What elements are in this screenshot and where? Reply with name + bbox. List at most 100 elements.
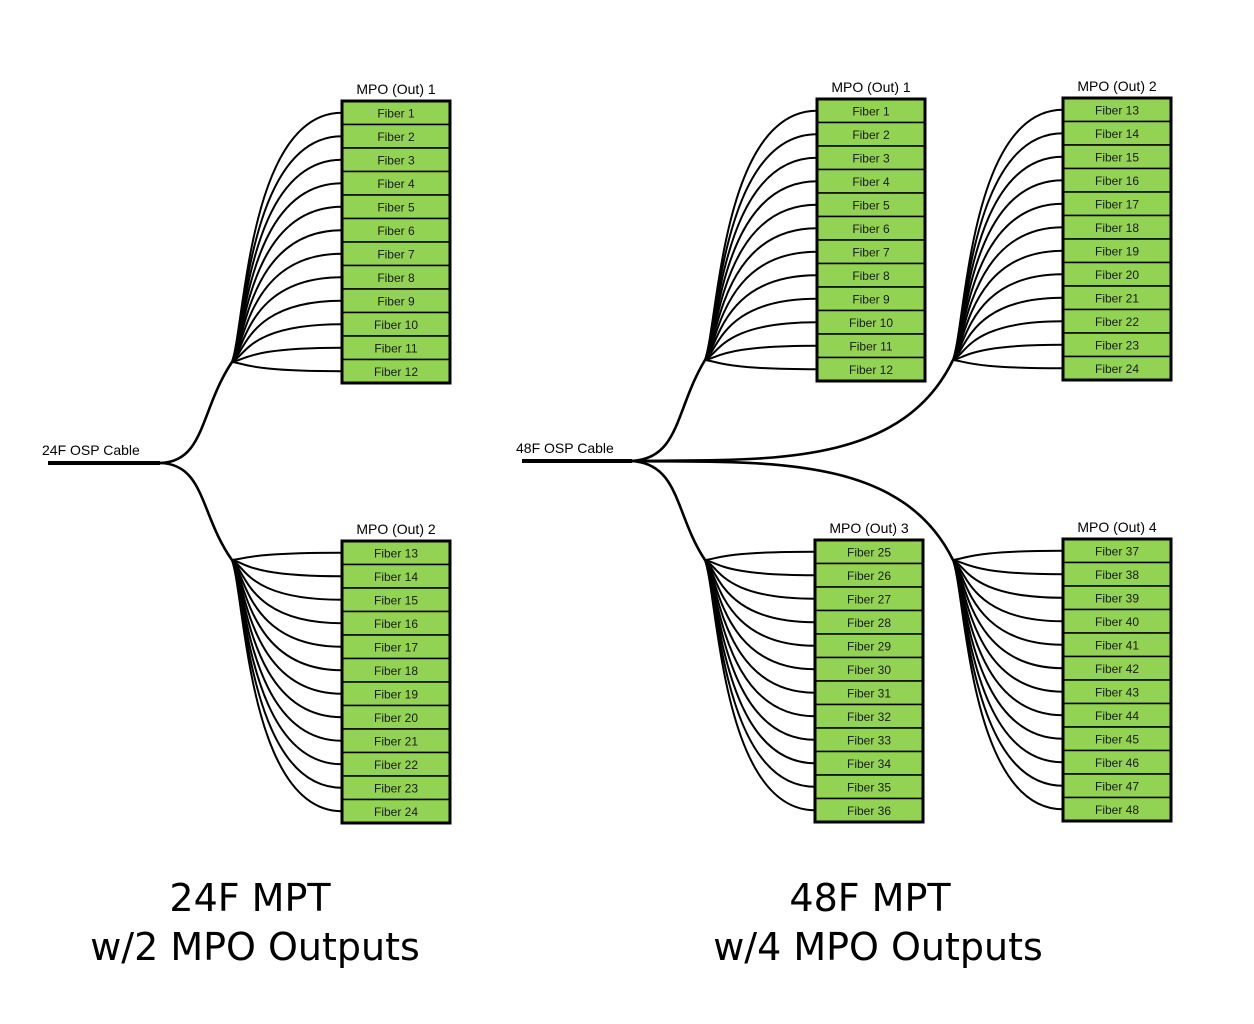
left-mpo-2-label: MPO (Out) 2: [356, 521, 436, 537]
right-mpo-1-fiber-label-9: Fiber 9: [852, 292, 890, 306]
left-mpo-1-fiber-label-7: Fiber 7: [377, 247, 415, 261]
left-mpo-2-fiber-label-5: Fiber 17: [374, 640, 418, 654]
right-trunk-1: [631, 359, 707, 463]
left-mpo-2-fiber-label-11: Fiber 23: [374, 781, 418, 795]
left-mpo-1-fiber-label-9: Fiber 9: [377, 294, 415, 308]
left-mpo-1-fiber-label-3: Fiber 3: [377, 153, 415, 167]
right-mpo-4-fiber-label-3: Fiber 39: [1095, 591, 1139, 605]
right-mpo-3-fiber-label-8: Fiber 32: [847, 710, 891, 724]
right-mpo-3-fiber-label-1: Fiber 25: [847, 545, 891, 559]
right-mpo-2-fiber-label-9: Fiber 21: [1095, 291, 1139, 305]
right-mpo-4-fiber-label-12: Fiber 48: [1095, 803, 1139, 817]
right-mpo-out-3: MPO (Out) 3 Fiber 25 Fiber 26 Fiber 27 Fiber…: [704, 520, 925, 824]
right-mpo-2-fiber-label-4: Fiber 16: [1095, 174, 1139, 188]
left-mpo-1-fiber-line-8: [231, 276, 343, 363]
right-diagram: 48F OSP Cable MPO (Out) 1 Fiber 1 Fiber 2 F…: [516, 78, 1173, 824]
right-mpo-2-fiber-label-10: Fiber 22: [1095, 315, 1139, 329]
left-mpo-1-fiber-line-6: [231, 229, 343, 363]
right-mpo-1-label: MPO (Out) 1: [831, 79, 911, 95]
right-mpo-1-fiber-label-6: Fiber 6: [852, 222, 890, 236]
left-mpo-2-fiber-line-12: [231, 559, 343, 813]
left-mpo-1-fiber-label-1: Fiber 1: [377, 106, 415, 120]
right-mpo-3-fiber-label-7: Fiber 31: [847, 686, 891, 700]
right-mpo-1-fiber-lines: [704, 109, 818, 371]
right-mpo-3-fiber-label-2: Fiber 26: [847, 569, 891, 583]
right-mpo-4-fiber-label-5: Fiber 41: [1095, 638, 1139, 652]
right-mpo-3-label: MPO (Out) 3: [829, 520, 909, 536]
left-mpo-1-fiber-label-10: Fiber 10: [374, 318, 418, 332]
left-mpo-2-box-frame: [340, 539, 452, 825]
left-mpo-1-fiber-label-8: Fiber 8: [377, 271, 415, 285]
right-mpo-3-fiber-label-4: Fiber 28: [847, 616, 891, 630]
right-mpo-1-fiber-line-9: [704, 297, 818, 361]
right-mpo-1-fiber-label-8: Fiber 8: [852, 269, 890, 283]
right-mpo-2-fiber-line-6: [952, 226, 1064, 361]
right-cable-label: 48F OSP Cable: [516, 440, 614, 456]
right-mpo-2-fiber-label-8: Fiber 20: [1095, 268, 1139, 282]
left-mpo-2-fiber-line-2: [231, 559, 343, 578]
right-mpo-3-fiber-label-9: Fiber 33: [847, 733, 891, 747]
right-mpo-1-box-frame: [815, 97, 927, 383]
left-mpo-2-fiber-label-7: Fiber 19: [374, 687, 418, 701]
right-mpo-4-fiber-label-6: Fiber 42: [1095, 662, 1139, 676]
left-mpo-1-fiber-line-11: [231, 346, 343, 363]
left-trunk-1: [159, 361, 234, 465]
left-mpo-2-fiber-line-3: [231, 559, 343, 601]
left-mpo-1-fiber-line-9: [231, 299, 343, 363]
right-mpo-3-fiber-label-10: Fiber 34: [847, 757, 891, 771]
right-mpo-4-fiber-label-4: Fiber 40: [1095, 615, 1139, 629]
right-trunk-4: [631, 459, 955, 561]
right-mpo-3-fiber-label-12: Fiber 36: [847, 804, 891, 818]
right-mpo-4-fiber-lines: [952, 549, 1064, 811]
left-mpo-1-fiber-label-4: Fiber 4: [377, 177, 415, 191]
right-mpo-3-fiber-line-12: [704, 559, 816, 812]
right-mpo-2-fiber-label-7: Fiber 19: [1095, 244, 1139, 258]
right-mpo-4-fiber-label-8: Fiber 44: [1095, 709, 1139, 723]
right-mpo-2-box-frame: [1061, 96, 1173, 382]
left-mpo-2-fiber-label-9: Fiber 21: [374, 734, 418, 748]
left-mpo-2-fiber-label-1: Fiber 13: [374, 546, 418, 560]
left-mpo-1-fiber-label-11: Fiber 11: [374, 341, 417, 355]
right-trunk-3: [631, 459, 707, 561]
right-mpo-1-fiber-label-5: Fiber 5: [852, 198, 890, 212]
right-mpo-3-fiber-label-5: Fiber 29: [847, 639, 891, 653]
right-mpo-1-fiber-label-11: Fiber 11: [849, 339, 892, 353]
right-mpo-2-fiber-label-1: Fiber 13: [1095, 103, 1139, 117]
left-mpo-1-fiber-label-6: Fiber 6: [377, 224, 415, 238]
right-mpo-3-fiber-label-11: Fiber 35: [847, 780, 891, 794]
right-mpo-4-fiber-label-7: Fiber 43: [1095, 685, 1139, 699]
right-mpo-1-fiber-label-2: Fiber 2: [852, 128, 890, 142]
right-mpo-4-box-frame: [1061, 537, 1173, 823]
left-cable-label: 24F OSP Cable: [42, 442, 140, 458]
left-mpo-2-fiber-lines: [231, 551, 343, 813]
right-mpo-1-fiber-label-4: Fiber 4: [852, 175, 890, 189]
right-mpo-3-fiber-line-3: [704, 559, 816, 600]
left-mpo-1-fiber-line-12: [231, 361, 343, 373]
right-mpo-1-fiber-line-10: [704, 321, 818, 361]
right-mpo-4-fiber-line-7: [952, 559, 1064, 693]
right-mpo-3-fiber-line-7: [704, 559, 816, 694]
right-mpo-2-fiber-label-3: Fiber 15: [1095, 150, 1139, 164]
right-mpo-4-label: MPO (Out) 4: [1077, 519, 1157, 535]
right-mpo-2-fiber-label-5: Fiber 17: [1095, 197, 1139, 211]
right-mpo-1-fiber-line-6: [704, 227, 818, 361]
left-mpo-2-fiber-label-10: Fiber 22: [374, 758, 418, 772]
right-mpo-2-fiber-line-12: [952, 359, 1064, 370]
left-mpo-2-fiber-label-3: Fiber 15: [374, 593, 418, 607]
right-mpo-1-fiber-label-12: Fiber 12: [849, 363, 893, 377]
right-mpo-3-fiber-lines: [704, 550, 816, 812]
right-mpo-4-fiber-label-2: Fiber 38: [1095, 568, 1139, 582]
left-caption-line-2: w/2 MPO Outputs: [90, 925, 420, 969]
left-mpo-1-fiber-label-2: Fiber 2: [377, 130, 415, 144]
right-mpo-2-fiber-label-11: Fiber 23: [1095, 338, 1139, 352]
left-mpo-2-fiber-line-7: [231, 559, 343, 695]
right-mpo-1-fiber-label-1: Fiber 1: [852, 104, 890, 118]
right-mpo-3-fiber-label-3: Fiber 27: [847, 592, 891, 606]
right-mpo-1-fiber-line-11: [704, 344, 818, 361]
right-mpo-1-fiber-line-12: [704, 359, 818, 371]
right-mpo-2-label: MPO (Out) 2: [1077, 78, 1157, 94]
